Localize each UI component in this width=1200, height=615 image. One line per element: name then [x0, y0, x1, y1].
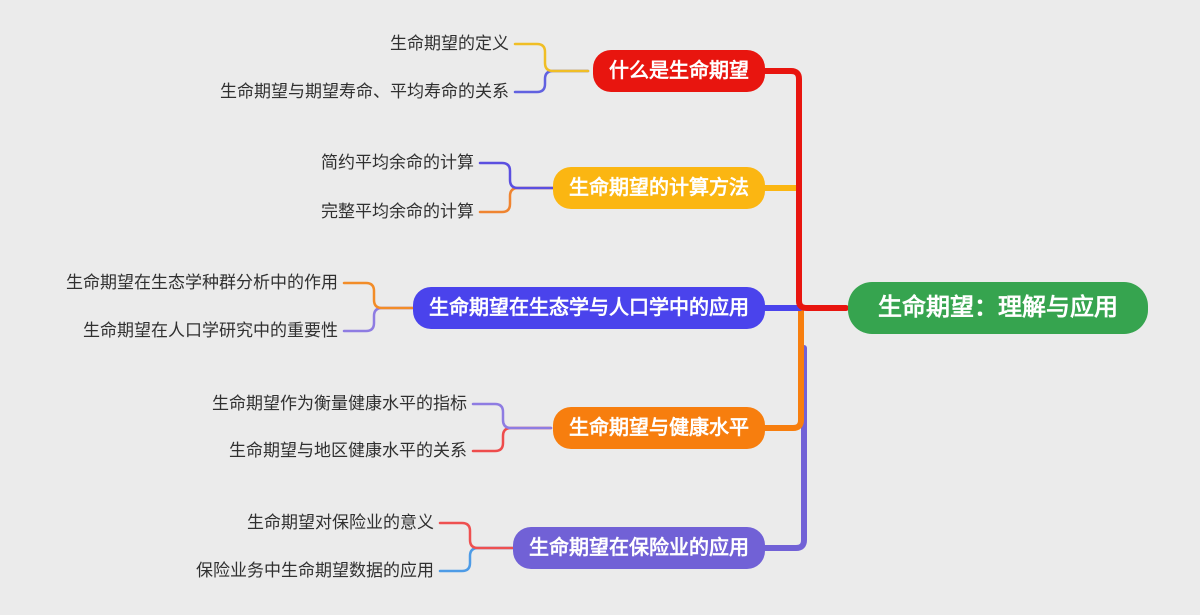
trunk-branch1-line [761, 68, 849, 311]
branch-node-health-level[interactable]: 生命期望与健康水平 [553, 407, 765, 449]
trunk-branch4-line [761, 306, 804, 431]
connector-branch4-child2 [471, 426, 553, 453]
leaf-regional-health-relation[interactable]: 生命期望与地区健康水平的关系 [229, 441, 467, 460]
connector-branch5-child1 [438, 521, 515, 550]
branch-node-insurance-applications[interactable]: 生命期望在保险业的应用 [513, 527, 765, 569]
leaf-insurance-data-application[interactable]: 保险业务中生命期望数据的应用 [196, 561, 434, 580]
root-node[interactable]: 生命期望：理解与应用 [848, 282, 1148, 334]
leaf-relation-to-lifespan[interactable]: 生命期望与期望寿命、平均寿命的关系 [220, 82, 509, 101]
connector-branch1-child1 [513, 42, 590, 73]
leaf-health-indicator[interactable]: 生命期望作为衡量健康水平的指标 [212, 394, 467, 413]
leaf-demography-research-importance[interactable]: 生命期望在人口学研究中的重要性 [83, 321, 338, 340]
connector-branch3-child2 [342, 306, 420, 333]
branch-node-ecology-demography-applications[interactable]: 生命期望在生态学与人口学中的应用 [413, 287, 765, 329]
leaf-definition[interactable]: 生命期望的定义 [390, 34, 509, 53]
branch-node-calculation-methods[interactable]: 生命期望的计算方法 [553, 167, 765, 209]
leaf-abridged-mean-remaining-life[interactable]: 简约平均余命的计算 [321, 153, 474, 172]
leaf-ecology-population-analysis[interactable]: 生命期望在生态学种群分析中的作用 [66, 273, 338, 292]
connector-branch2-child2 [478, 186, 555, 214]
connector-branch2-child1 [478, 161, 555, 190]
branch-node-what-is-life-expectancy[interactable]: 什么是生命期望 [593, 50, 765, 92]
connector-branch3-child1 [342, 281, 420, 310]
trunk-branch5-line [761, 345, 807, 551]
connector-branch1-child2 [513, 69, 590, 94]
connector-branch4-child1 [471, 402, 553, 430]
leaf-complete-mean-remaining-life[interactable]: 完整平均余命的计算 [321, 202, 474, 221]
leaf-insurance-significance[interactable]: 生命期望对保险业的意义 [247, 513, 434, 532]
connector-branch5-child2 [438, 546, 515, 573]
